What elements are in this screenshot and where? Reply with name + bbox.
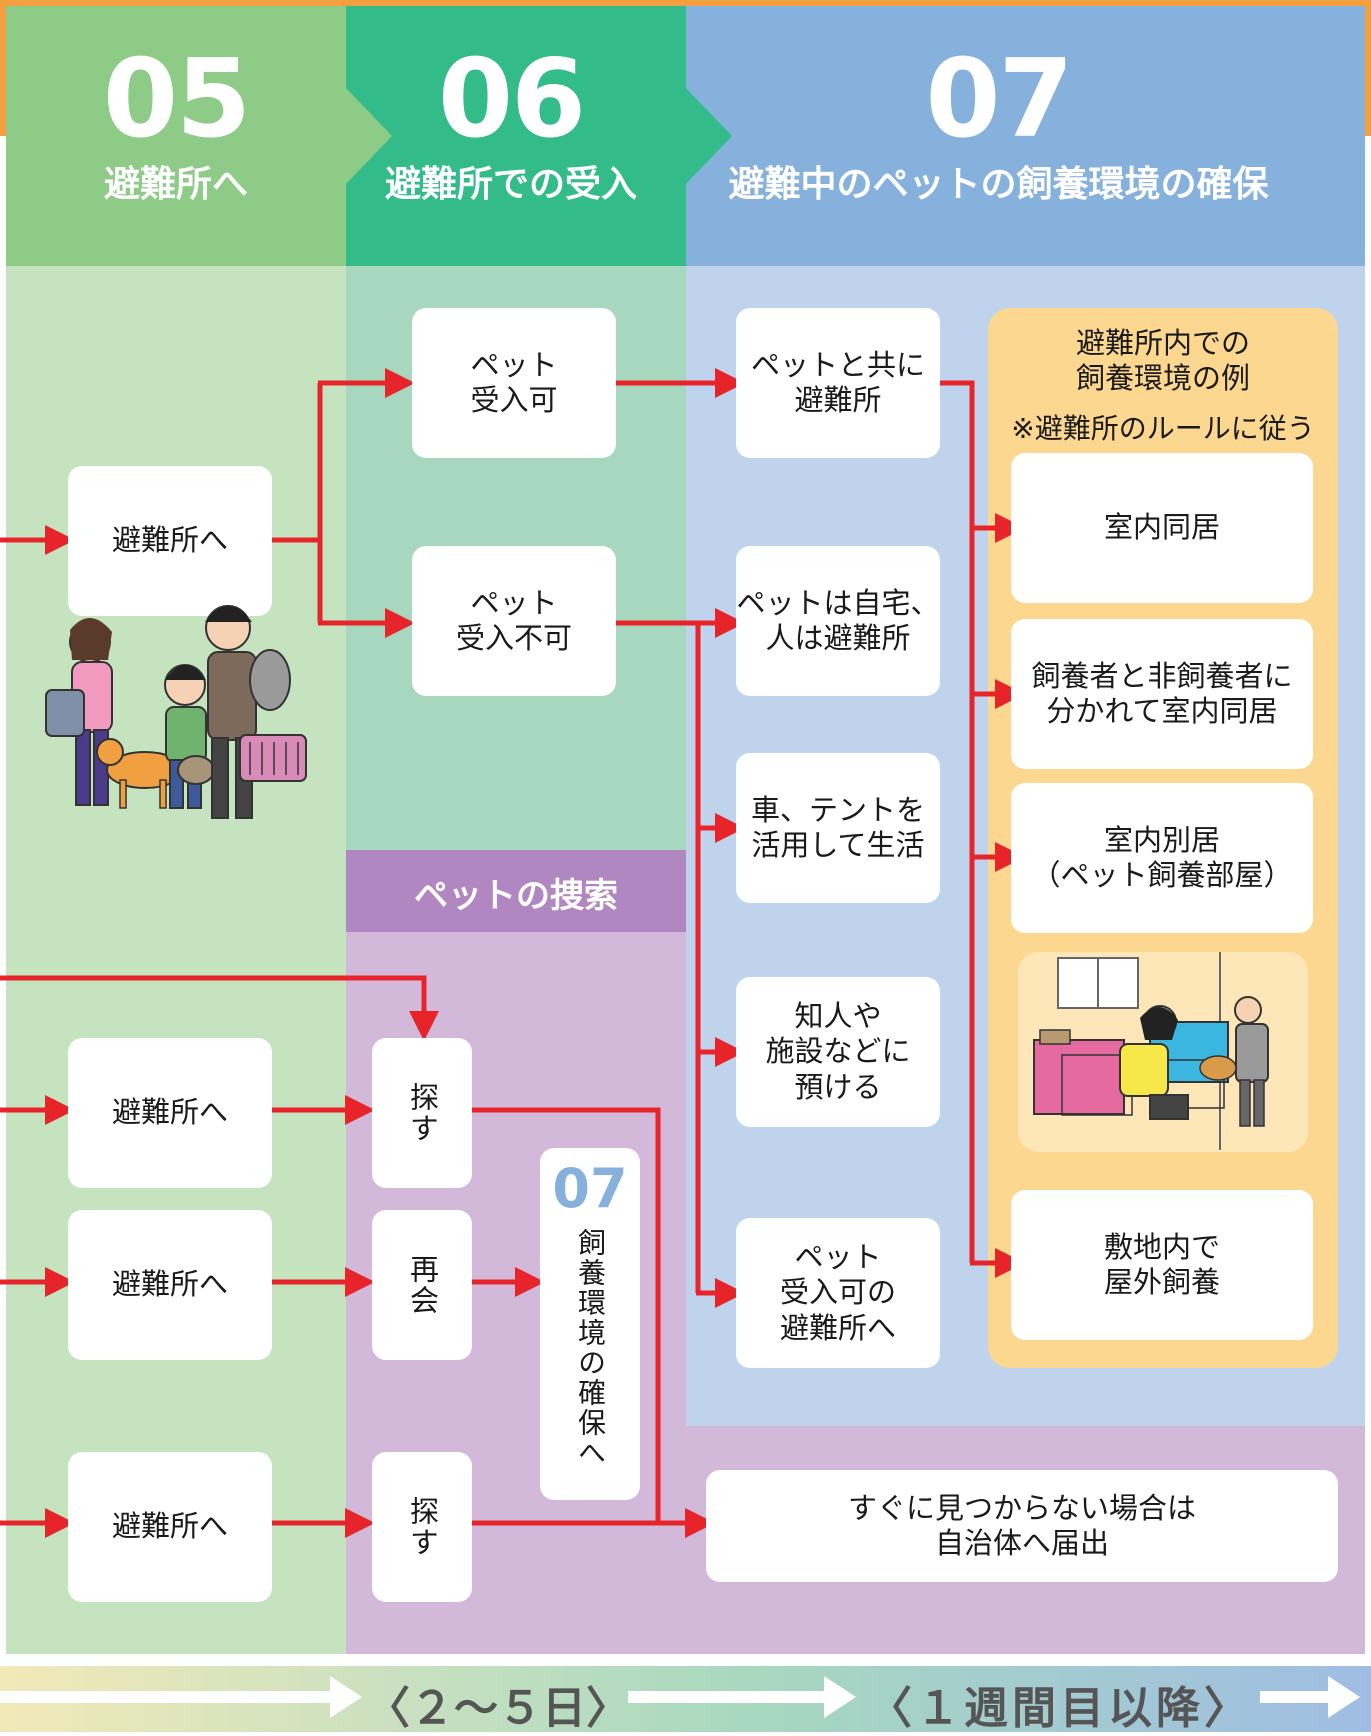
- search-2-label: 探す: [405, 1496, 440, 1558]
- col07-number: 07: [925, 37, 1073, 162]
- go-to-07-number: 07: [552, 1157, 628, 1220]
- box-pet-accepted: ペット 受入可: [412, 308, 616, 458]
- col05-title: 避難所へ: [103, 164, 248, 205]
- box-entrust-to-others: 知人や 施設などに 預ける: [736, 977, 940, 1127]
- box-to-shelter-2: 避難所へ: [68, 1038, 272, 1188]
- box-pet-not-accepted: ペット 受入不可: [412, 546, 616, 696]
- timeline-label-week1-onward: 〈１週間目以降〉: [868, 1683, 1252, 1734]
- reunite-label: 再会: [405, 1254, 440, 1316]
- col05-header-bg: [6, 6, 346, 266]
- box-pet-friendly-shelter: ペット 受入可の 避難所へ: [736, 1218, 940, 1368]
- timeline-label-2-5-days: 〈２〜５日〉: [366, 1683, 630, 1734]
- col06-number: 06: [437, 37, 586, 162]
- box-to-shelter-1: 避難所へ: [68, 466, 272, 616]
- box-search-1: 探す: [372, 1038, 472, 1188]
- box-car-tent: 車、テントを 活用して生活: [736, 753, 940, 903]
- go-to-07-text: 飼養環境の確保へ: [574, 1228, 607, 1468]
- panel-item-outdoor: 敷地内で 屋外飼養: [1011, 1190, 1313, 1340]
- panel-item-pet-room: 室内別居 （ペット飼養部屋）: [1011, 783, 1313, 933]
- col05-number: 05: [102, 37, 251, 162]
- box-to-shelter-3: 避難所へ: [68, 1210, 272, 1360]
- col06-header-bg: [346, 6, 686, 266]
- col07-header-bg: [686, 6, 1365, 266]
- col07-title: 避難中のペットの飼養環境の確保: [728, 164, 1269, 205]
- panel-item-separated-indoor: 飼養者と非飼養者に 分かれて室内同居: [1011, 619, 1313, 769]
- panel-item-indoor-together: 室内同居: [1011, 453, 1313, 603]
- box-with-pet-at-shelter: ペットと共に 避難所: [736, 308, 940, 458]
- search-1-label: 探す: [405, 1082, 440, 1144]
- search-header-bg: [346, 850, 686, 932]
- box-pet-home-person-shelter: ペットは自宅、 人は避難所: [736, 546, 940, 696]
- shelter-panel-title: 避難所内での 飼養環境の例: [1075, 326, 1250, 396]
- box-report-to-municipality: すぐに見つからない場合は 自治体へ届出: [706, 1470, 1338, 1582]
- box-to-shelter-4: 避難所へ: [68, 1452, 272, 1602]
- box-search-2: 探す: [372, 1452, 472, 1602]
- search-header: ペットの捜索: [414, 876, 618, 916]
- shelter-panel-note: ※避難所のルールに従う: [1011, 412, 1315, 445]
- box-go-to-07: 07 飼養環境の確保へ: [540, 1148, 640, 1500]
- col06-title: 避難所での受入: [384, 164, 637, 205]
- box-reunite: 再会: [372, 1210, 472, 1360]
